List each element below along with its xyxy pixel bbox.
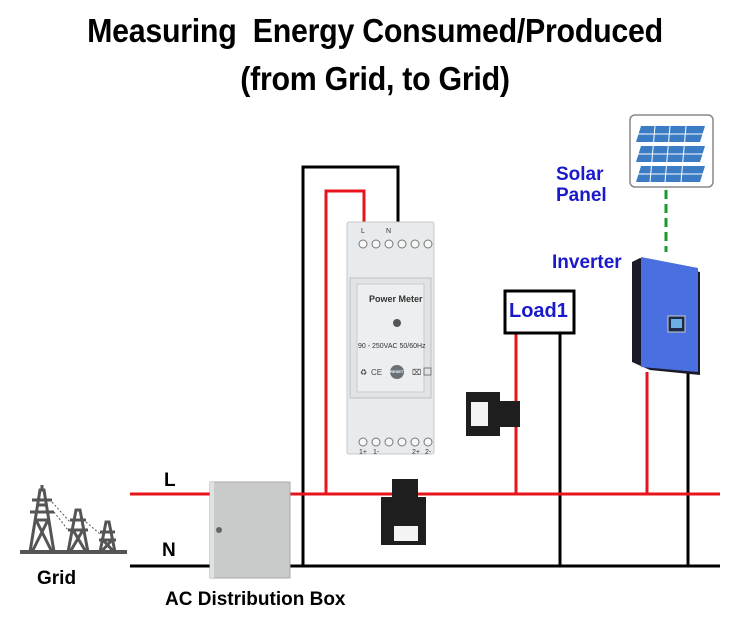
diagram-title-line1: Measuring Energy Consumed/Produced xyxy=(87,12,663,49)
status-led xyxy=(393,319,401,327)
top-terminal-screws xyxy=(358,239,433,249)
ct-clamp-load xyxy=(466,392,520,436)
recycle-icon: ♻ xyxy=(360,368,367,377)
solar-panel-icon xyxy=(629,114,714,188)
neutral-line-label: N xyxy=(162,540,176,561)
solar-panel-label-line2: Panel xyxy=(556,185,607,206)
reset-button-label: RESET xyxy=(390,369,404,374)
grid-label: Grid xyxy=(37,568,77,589)
bottom-terminal-screws xyxy=(358,437,433,447)
live-meter-wire xyxy=(324,189,366,494)
load-box xyxy=(503,289,576,335)
weee-icon: ⌧ xyxy=(412,368,421,377)
meter-terminal-2plus: 2+ xyxy=(412,449,420,456)
meter-rating: 90 - 250VAC 50/60Hz xyxy=(358,343,426,350)
meter-name: Power Meter xyxy=(369,294,423,304)
power-meter: ♻ CE ⌧ xyxy=(346,221,435,455)
solar-panel-label-line1: Solar xyxy=(556,164,604,185)
inverter-label: Inverter xyxy=(552,252,622,273)
ac-distribution-box-label: AC Distribution Box xyxy=(165,589,346,610)
meter-terminal-L: L xyxy=(361,228,365,235)
double-insulation-icon xyxy=(423,367,432,376)
ac-distribution-box xyxy=(209,481,291,579)
neutral-meter-wire xyxy=(301,165,400,566)
meter-terminal-N: N xyxy=(386,228,392,235)
meter-terminal-2minus: 2- xyxy=(425,449,432,456)
live-line-label: L xyxy=(164,470,176,491)
ct-clamp-main xyxy=(381,479,426,545)
grid-towers-icon xyxy=(20,485,127,554)
load-label: Load1 xyxy=(509,300,568,322)
reset-button[interactable] xyxy=(390,365,404,379)
inverter-device xyxy=(632,257,700,375)
box-lock-icon xyxy=(216,527,222,533)
diagram-title-line2: (from Grid, to Grid) xyxy=(240,60,510,97)
meter-terminal-1minus: 1- xyxy=(373,449,380,456)
ce-mark-icon: CE xyxy=(371,368,382,377)
meter-terminal-1plus: 1+ xyxy=(359,449,367,456)
